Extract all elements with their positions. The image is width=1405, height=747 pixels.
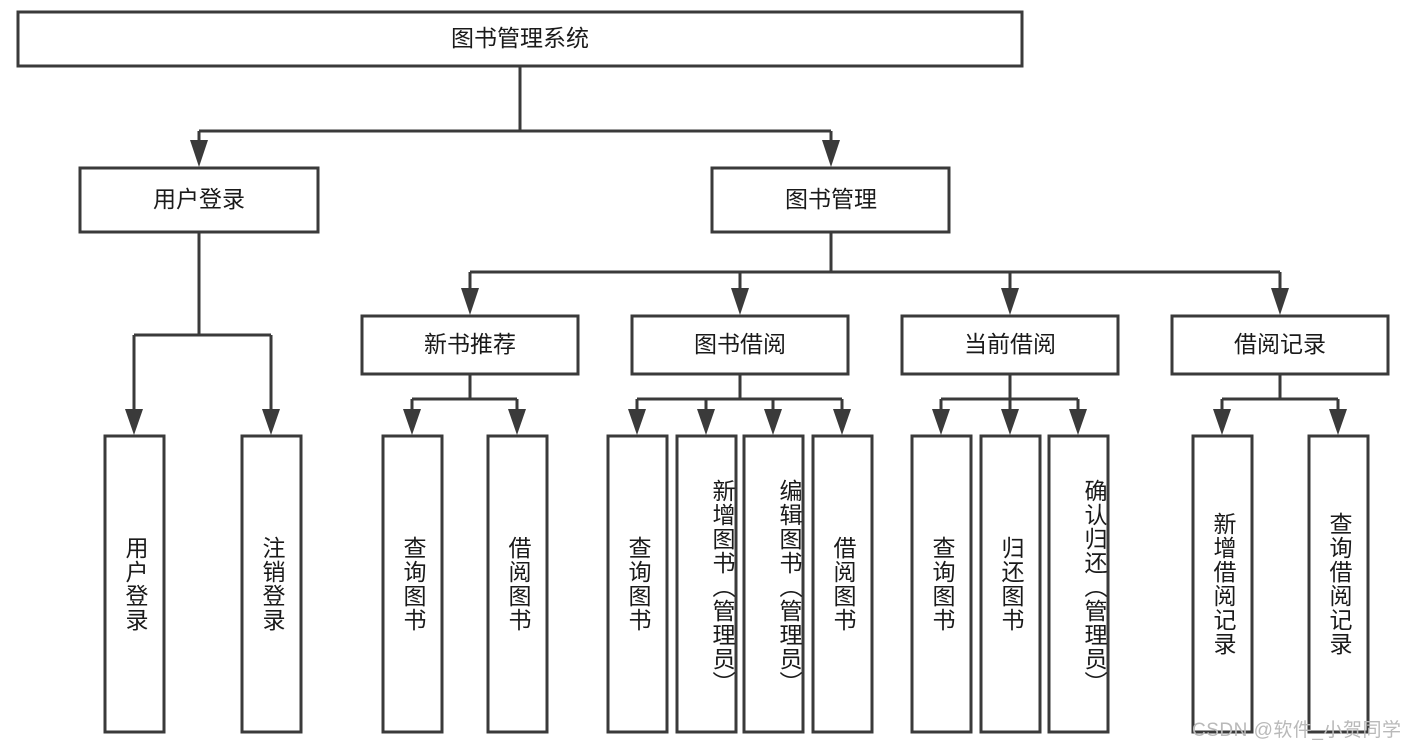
- node-book-borrow-label: 图书借阅: [694, 331, 786, 357]
- leaf-box-current-borrow-0[interactable]: [910, 434, 973, 734]
- arrow-to-current-borrow: [1001, 288, 1019, 315]
- leaf-box-book-borrow-1[interactable]: [675, 434, 738, 734]
- node-user-login-box[interactable]: [78, 166, 320, 234]
- connector-group-user-login: [125, 232, 280, 435]
- node-book-mgmt-label: 图书管理: [785, 186, 877, 212]
- node-current-borrow-box[interactable]: [900, 314, 1120, 376]
- leaf-box-borrow-record-1[interactable]: [1307, 434, 1370, 734]
- arrow-currentborrow-leaf1: [932, 409, 950, 435]
- connector-group-borrow-record: [1213, 374, 1347, 435]
- node-root-box[interactable]: [16, 10, 1024, 68]
- node-root-label: 图书管理系统: [451, 25, 589, 51]
- leaf-box-new-book-1[interactable]: [486, 434, 549, 734]
- connector-group-root: [190, 66, 840, 167]
- connector-group-book-mgmt: [461, 232, 1289, 315]
- connector-group-current-borrow: [932, 374, 1087, 435]
- leaf-box-current-borrow-2[interactable]: [1047, 434, 1110, 734]
- leaf-box-book-borrow-0[interactable]: [606, 434, 669, 734]
- arrow-currentborrow-leaf2: [1001, 409, 1019, 435]
- arrow-to-new-book: [461, 288, 479, 315]
- arrow-newbook-leaf2: [508, 409, 526, 435]
- leaf-box-current-borrow-1[interactable]: [979, 434, 1042, 734]
- node-new-book-label: 新书推荐: [424, 331, 516, 357]
- node-current-borrow-label: 当前借阅: [964, 331, 1056, 357]
- arrow-bookborrow-leaf1: [628, 409, 646, 435]
- node-new-book-box[interactable]: [360, 314, 580, 376]
- arrow-root-to-user-login: [190, 140, 208, 167]
- node-book-borrow-box[interactable]: [630, 314, 850, 376]
- arrow-bookborrow-leaf2: [697, 409, 715, 435]
- arrow-to-book-borrow: [731, 288, 749, 315]
- arrow-currentborrow-leaf3: [1069, 409, 1087, 435]
- arrow-borrowrecord-leaf1: [1213, 409, 1231, 435]
- leaf-box-user-login-1[interactable]: [240, 434, 303, 734]
- connector-group-book-borrow: [628, 374, 851, 435]
- node-user-login-label: 用户登录: [153, 186, 245, 212]
- arrow-root-to-book-mgmt: [822, 140, 840, 167]
- arrow-bookborrow-leaf3: [764, 409, 782, 435]
- leaf-box-user-login-0[interactable]: [103, 434, 166, 734]
- node-borrow-record-box[interactable]: [1170, 314, 1390, 376]
- arrow-newbook-leaf1: [403, 409, 421, 435]
- node-borrow-record-label: 借阅记录: [1234, 331, 1326, 357]
- leaf-box-book-borrow-3[interactable]: [811, 434, 874, 734]
- connector-group-new-book: [403, 374, 526, 435]
- leaf-box-new-book-0[interactable]: [381, 434, 444, 734]
- arrow-userlogin-leaf1: [125, 409, 143, 435]
- arrow-borrowrecord-leaf2: [1329, 409, 1347, 435]
- arrow-userlogin-leaf2: [262, 409, 280, 435]
- leaf-box-borrow-record-0[interactable]: [1191, 434, 1254, 734]
- leaf-box-book-borrow-2[interactable]: [742, 434, 805, 734]
- arrow-bookborrow-leaf4: [833, 409, 851, 435]
- node-book-mgmt-box[interactable]: [710, 166, 951, 234]
- arrow-to-borrow-record: [1271, 288, 1289, 315]
- watermark-text: CSDN @软件_小贺同学: [1192, 720, 1402, 741]
